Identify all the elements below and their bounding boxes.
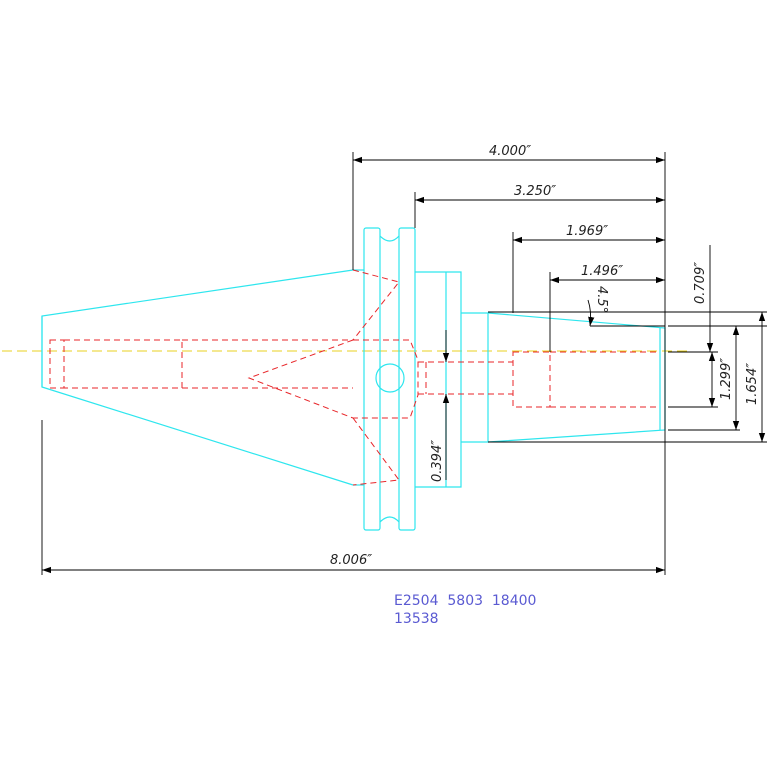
dim-angle: 4.5° bbox=[594, 286, 609, 313]
part-number-line1: E2504 5803 18400 bbox=[394, 593, 536, 609]
dimension-lines bbox=[41, 152, 767, 575]
dim-nose-dia: 1.654″ bbox=[745, 363, 760, 405]
part-number-line2: 13538 bbox=[394, 611, 439, 627]
dim-pilot-dia: 0.709″ bbox=[693, 262, 708, 304]
dim-bore-dia: 1.299″ bbox=[719, 358, 734, 400]
dim-projection: 1.969″ bbox=[566, 224, 608, 239]
hidden-features bbox=[49, 269, 660, 486]
dim-overall-length: 8.006″ bbox=[330, 553, 372, 568]
dim-gauge-to-end: 3.250″ bbox=[514, 184, 556, 199]
dim-coolant-hole: 0.394″ bbox=[430, 440, 445, 482]
dim-bore-depth: 1.496″ bbox=[581, 264, 623, 279]
dim-flange-to-end: 4.000″ bbox=[489, 144, 531, 159]
